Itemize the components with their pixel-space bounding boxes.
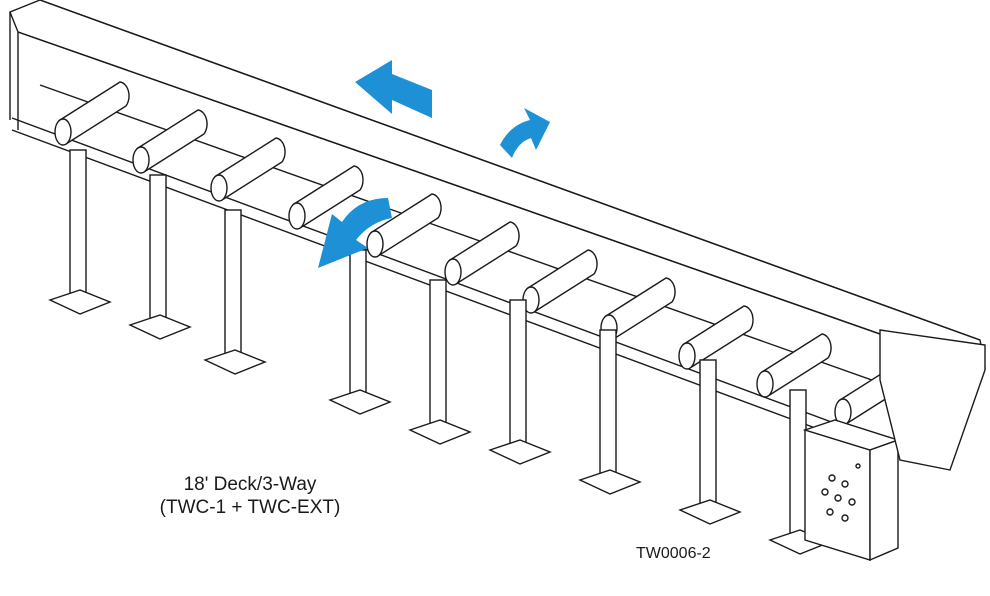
roller	[54, 81, 130, 146]
roller	[288, 165, 364, 230]
support-leg	[328, 249, 392, 415]
roller	[678, 305, 754, 370]
support-leg	[408, 279, 472, 445]
caption-line-2: (TWC-1 + TWC-EXT)	[159, 497, 341, 518]
roller	[756, 333, 832, 398]
end-guard	[879, 329, 986, 471]
roller	[522, 249, 598, 314]
roller	[210, 137, 286, 202]
support-leg	[48, 149, 112, 315]
support-leg	[678, 359, 742, 525]
roller-group	[54, 81, 910, 426]
support-leg	[578, 329, 642, 495]
drawing-code: TW0006-2	[636, 545, 711, 562]
roller	[132, 109, 208, 174]
arrow-left-icon	[355, 60, 432, 118]
control-box	[802, 419, 901, 562]
arrow-curve-down-left-icon	[318, 198, 392, 268]
support-leg	[203, 209, 267, 375]
arrow-curve-right-icon	[500, 108, 550, 158]
roller	[444, 221, 520, 286]
caption-line-1: 18' Deck/3-Way	[183, 474, 317, 495]
roller	[366, 193, 442, 258]
support-leg	[128, 174, 192, 340]
support-leg	[488, 299, 552, 465]
